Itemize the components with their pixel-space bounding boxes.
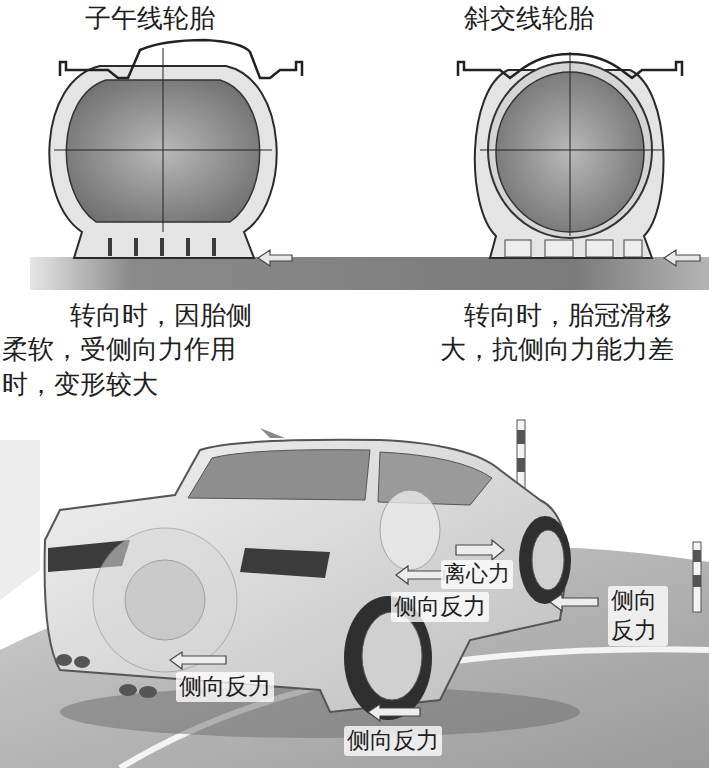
force-label: 侧向反力 <box>391 592 489 622</box>
pipe <box>56 654 72 666</box>
pole-stripe <box>517 458 525 472</box>
tire-title: 斜交线轮胎 <box>464 2 594 36</box>
center-line <box>570 52 571 236</box>
note-text: 转向时，因胎侧柔软，受侧向力作用时，变形较大 <box>2 298 276 401</box>
force-label: 侧向反力 <box>176 672 274 702</box>
rim <box>60 40 302 78</box>
groove <box>160 238 164 256</box>
force-arrow <box>368 704 420 721</box>
pipe <box>139 686 157 698</box>
pole-stripe <box>693 575 701 587</box>
hub <box>125 560 205 640</box>
car-body <box>45 440 568 712</box>
tire-title: 子午线轮胎 <box>85 2 215 36</box>
pole-stripe <box>693 550 701 562</box>
note-text: 转向时，胎冠滑移大，抗侧向力能力差 <box>440 298 692 367</box>
front-wheel <box>519 516 571 604</box>
groove <box>134 238 138 256</box>
light-wedge <box>0 440 40 600</box>
pipe <box>74 656 90 668</box>
center-line <box>480 150 662 151</box>
tread-block <box>545 240 573 257</box>
ground-band <box>30 257 709 290</box>
force-label: 离心力 <box>441 560 513 589</box>
tread-grooves <box>108 238 216 256</box>
groove <box>186 238 190 256</box>
force-label: 侧向反力 <box>608 586 668 646</box>
tread-blocks <box>505 240 642 257</box>
pole <box>693 542 701 612</box>
wheel-rim <box>532 530 564 590</box>
pole-stripe <box>517 430 525 444</box>
radial-tire <box>49 40 302 266</box>
car-scene <box>0 420 709 768</box>
tread-block <box>624 240 642 257</box>
tread-block <box>505 240 531 257</box>
wheel-rim <box>362 612 422 700</box>
rear-window <box>188 450 370 500</box>
force-arrow <box>170 652 226 669</box>
force-arrows <box>170 540 598 721</box>
force-arrow <box>456 540 504 560</box>
exhaust <box>56 654 157 698</box>
antenna <box>260 428 285 438</box>
force-label: 侧向反力 <box>344 726 442 756</box>
rear-wheel-ghost <box>93 528 237 672</box>
groove <box>212 238 216 256</box>
car-shadow <box>60 686 580 738</box>
center-line <box>163 48 164 232</box>
bias-tire <box>458 52 700 266</box>
tail-light <box>240 548 330 578</box>
front-wheel-ghost <box>380 490 440 570</box>
groove <box>108 238 112 256</box>
tread-block <box>586 240 613 257</box>
force-arrow <box>396 566 444 584</box>
force-arrow <box>664 250 700 266</box>
force-arrow <box>258 250 292 266</box>
force-arrow <box>550 594 598 611</box>
pipe <box>119 684 137 696</box>
